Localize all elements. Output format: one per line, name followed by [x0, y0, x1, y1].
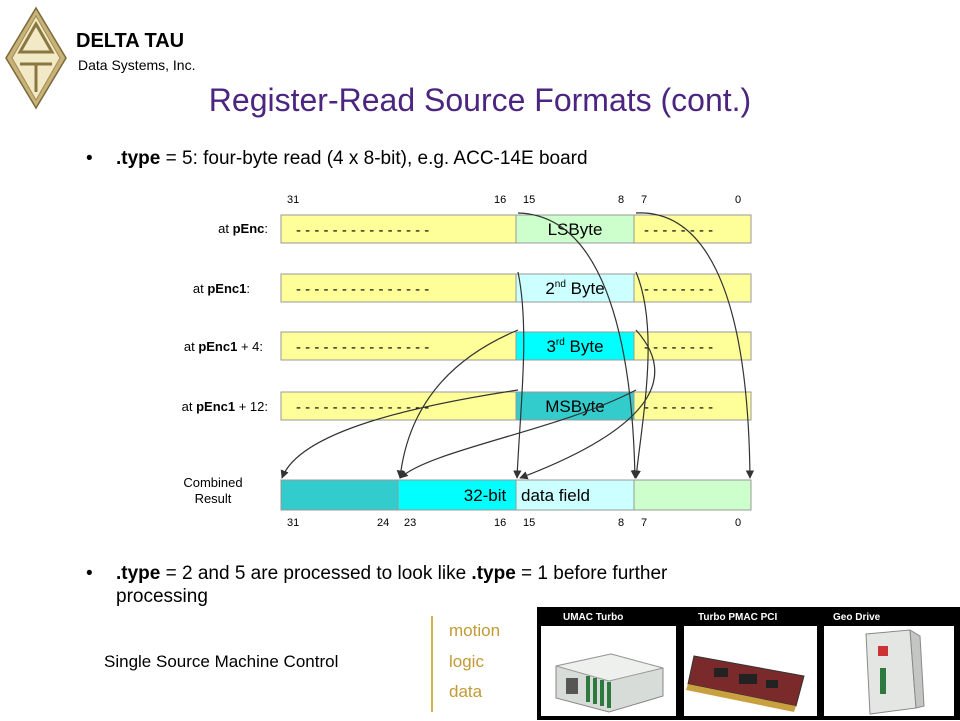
product-label-pmac: Turbo PMAC PCI	[698, 612, 778, 623]
bit-label-8: 8	[618, 194, 624, 206]
result-label: Result	[195, 491, 232, 506]
delta-tau-logo-icon	[5, 6, 67, 110]
result-field-left: 32-bit	[464, 486, 507, 505]
dash-field: - - - - - - - - - - - - - - -	[296, 222, 429, 239]
arrow-msbyte-low	[399, 389, 637, 479]
bullet-keyword: .type	[116, 563, 161, 584]
arrow-2nd-byte-low	[632, 271, 649, 479]
dash-field: - - - - - - - -	[644, 222, 713, 239]
register-row-penc1-plus-4: at pEnc1 + 4: - - - - - - - - - - - - - …	[184, 331, 752, 361]
bullet-text: = 5: four-byte read (4 x 8-bit), e.g. AC…	[160, 148, 588, 169]
bullet-keyword: .type	[116, 148, 161, 169]
bit-label-31: 31	[287, 194, 299, 206]
bit-label-16: 16	[494, 194, 506, 206]
footer-word-data: data	[449, 682, 483, 701]
result-field-right: data field	[521, 486, 590, 505]
footer-divider	[431, 616, 433, 712]
bullet-text: = 2 and 5 are processed to look like	[160, 563, 472, 584]
dash-field: - - - - - - - -	[644, 281, 713, 298]
company-name: DELTA TAU	[76, 30, 185, 52]
byte-field-msbyte: MSByte	[545, 397, 605, 416]
arrow-3rd-byte-high	[396, 329, 519, 479]
row-label: at pEnc1:	[193, 281, 250, 296]
byte-field-3rd: 3rd Byte	[546, 337, 603, 356]
footer-word-logic: logic	[449, 652, 484, 671]
bullet-text: = 1 before further	[515, 563, 668, 584]
bit-label-0: 0	[735, 194, 741, 206]
footer-tagline: Single Source Machine Control	[104, 652, 339, 671]
bit-label-8: 8	[618, 517, 624, 529]
bullet-dot-icon: •	[86, 563, 93, 584]
slide-title: Register-Read Source Formats (cont.)	[208, 82, 752, 118]
product-label-umac: UMAC Turbo	[563, 612, 624, 623]
product-image-geo	[824, 626, 954, 716]
row-label: at pEnc1 + 12:	[182, 399, 268, 414]
row-label: at pEnc:	[218, 221, 268, 236]
bit-label-16: 16	[494, 517, 506, 529]
product-label-geo: Geo Drive	[833, 612, 881, 623]
product-strip: UMAC Turbo Turbo PMAC PCI Geo Drive	[537, 607, 960, 720]
register-row-penc1: at pEnc1: - - - - - - - - - - - - - - - …	[193, 273, 752, 303]
product-image-pmac	[684, 626, 817, 716]
pci-card-icon	[686, 655, 805, 712]
bullet-processing: • .type = 2 and 5 are processed to look l…	[86, 562, 846, 608]
bit-label-7: 7	[641, 517, 647, 529]
combined-result-row: Combined Result 32-bit data field	[183, 475, 752, 511]
combined-label: Combined	[183, 475, 242, 490]
row-label: at pEnc1 + 4:	[184, 339, 263, 354]
dash-field: - - - - - - - - - - - - - - -	[296, 281, 429, 298]
bit-label-23: 23	[404, 517, 416, 529]
geo-drive-icon	[865, 629, 925, 715]
bullet-text-continued: processing	[116, 586, 208, 607]
product-image-umac	[541, 626, 676, 716]
bullet-keyword: .type	[471, 563, 516, 584]
dash-field: - - - - - - - - - - - - - - -	[296, 339, 429, 356]
bit-label-15: 15	[523, 194, 535, 206]
byte-field-2nd: 2nd Byte	[545, 279, 604, 298]
register-row-penc1-plus-12: at pEnc1 + 12: - - - - - - - - - - - - -…	[182, 391, 752, 421]
company-subtitle: Data Systems, Inc.	[78, 57, 196, 73]
dash-field: - - - - - - - - - - - - - - -	[296, 399, 429, 416]
bit-label-31: 31	[287, 517, 299, 529]
bit-label-24: 24	[377, 517, 389, 529]
bit-label-15: 15	[523, 517, 535, 529]
byte-field-lsbyte: LSByte	[548, 220, 603, 239]
bullet-dot-icon: •	[86, 148, 93, 169]
arrow-lsbyte-low	[635, 212, 755, 479]
footer-word-motion: motion	[449, 621, 501, 640]
dash-field: - - - - - - - -	[644, 339, 713, 356]
arrow-lsbyte-high	[517, 212, 640, 479]
register-row-penc: at pEnc: - - - - - - - - - - - - - - - L…	[218, 214, 752, 244]
arrow-2nd-byte-high	[513, 271, 525, 479]
umac-rack-icon	[555, 653, 664, 713]
bit-label-7: 7	[641, 194, 647, 206]
bullet-type5: • .type = 5: four-byte read (4 x 8-bit), …	[86, 147, 588, 170]
dash-field: - - - - - - - -	[644, 399, 713, 416]
arrow-3rd-byte-low	[519, 329, 656, 480]
arrow-msbyte-high	[280, 389, 519, 479]
bit-label-0: 0	[735, 517, 741, 529]
register-diagram: 31 16 15 8 7 0 at pEnc: - - - - - - - - …	[182, 194, 755, 529]
